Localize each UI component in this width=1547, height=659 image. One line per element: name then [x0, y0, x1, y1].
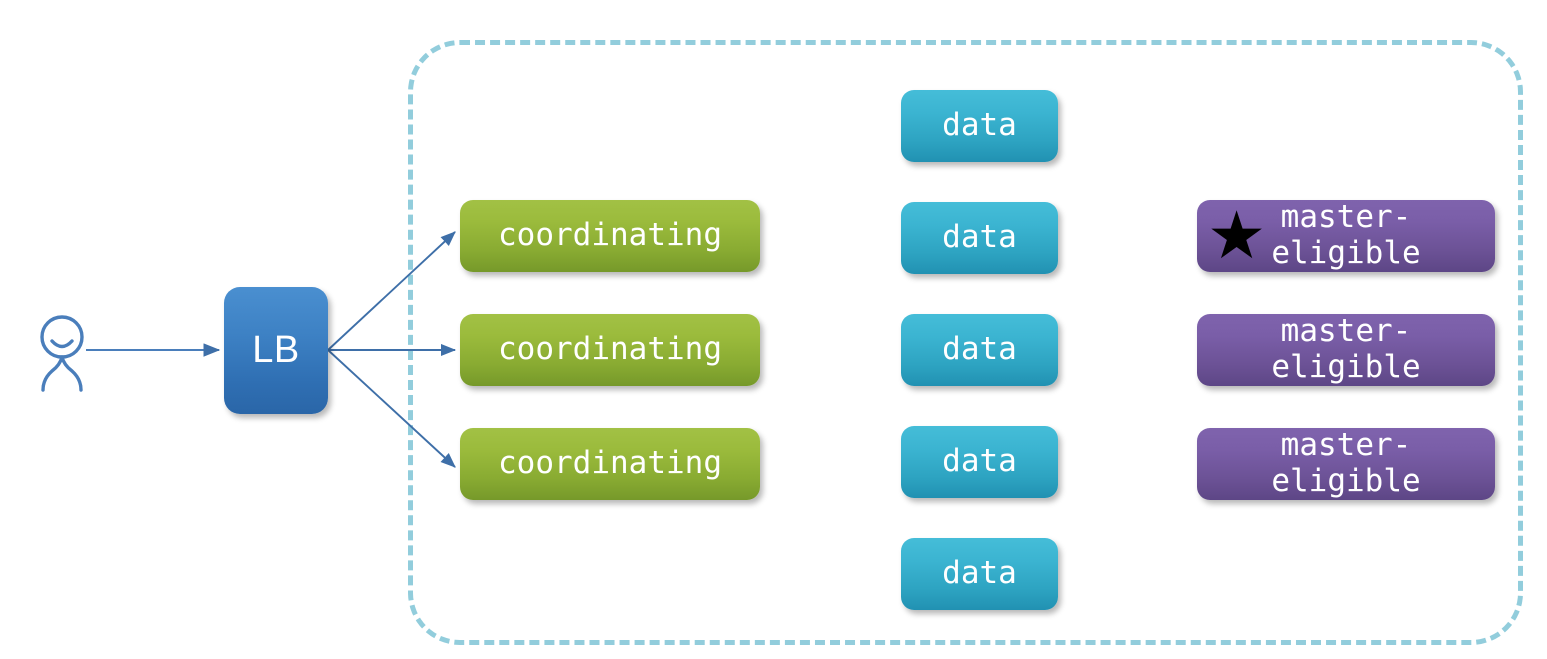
data-node-2[interactable]: data — [901, 202, 1058, 274]
data-node-label: data — [942, 107, 1017, 144]
master-eligible-node-1[interactable]: ★ master- eligible — [1197, 197, 1495, 274]
master-eligible-node-label: master- eligible — [1271, 199, 1421, 271]
master-eligible-node-3[interactable]: master- eligible — [1197, 427, 1495, 500]
load-balancer-label: LB — [252, 328, 300, 371]
master-eligible-node-2[interactable]: master- eligible — [1197, 313, 1495, 386]
coordinating-node-label: coordinating — [498, 445, 722, 482]
data-node-label: data — [942, 555, 1017, 592]
data-node-label: data — [942, 219, 1017, 256]
data-node-3[interactable]: data — [901, 314, 1058, 386]
star-icon: ★ — [1207, 197, 1267, 274]
data-node-1[interactable]: data — [901, 90, 1058, 162]
coordinating-node-2[interactable]: coordinating — [460, 314, 760, 386]
coordinating-node-1[interactable]: coordinating — [460, 200, 760, 272]
master-eligible-node-label: master- eligible — [1271, 313, 1421, 385]
person-icon — [40, 315, 84, 392]
load-balancer-node[interactable]: LB — [224, 287, 328, 414]
coordinating-node-label: coordinating — [498, 331, 722, 368]
lb-to-coordinating-1-arrow — [327, 231, 456, 351]
data-node-5[interactable]: data — [901, 538, 1058, 610]
lb-to-coordinating-3-arrow — [327, 349, 456, 468]
coordinating-node-label: coordinating — [498, 217, 722, 254]
master-eligible-node-label: master- eligible — [1271, 427, 1421, 499]
data-node-4[interactable]: data — [901, 426, 1058, 498]
coordinating-node-3[interactable]: coordinating — [460, 428, 760, 500]
data-node-label: data — [942, 331, 1017, 368]
data-node-label: data — [942, 443, 1017, 480]
